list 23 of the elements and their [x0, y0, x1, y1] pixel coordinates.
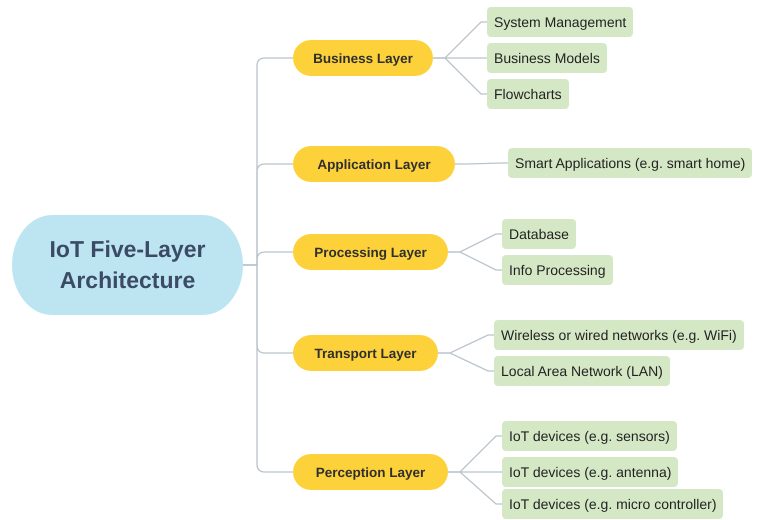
subtopic-box: Business Models — [487, 43, 607, 73]
subtopic-box: Smart Applications (e.g. smart home) — [508, 148, 752, 178]
connector-line — [448, 251, 502, 271]
subtopic-box: Local Area Network (LAN) — [494, 356, 670, 386]
subtopic-box: Database — [502, 219, 576, 249]
subtopic-box: System Management — [487, 7, 634, 37]
central-topic: IoT Five-Layer Architecture — [12, 215, 243, 315]
layer-topic: Perception Layer — [293, 454, 448, 490]
connector-line — [433, 57, 487, 95]
subtopic-box: IoT devices (e.g. sensors) — [502, 421, 677, 451]
subtopic-box: IoT devices (e.g. antenna) — [502, 457, 678, 487]
connector-line — [438, 352, 494, 372]
layer-topic: Transport Layer — [293, 335, 438, 371]
subtopic-box: IoT devices (e.g. micro controller) — [502, 489, 724, 519]
layer-topic: Processing Layer — [293, 234, 448, 270]
connector-line — [448, 471, 502, 505]
subtopic-box: Flowcharts — [487, 79, 569, 109]
connector-line — [243, 264, 293, 473]
connector-line — [455, 162, 508, 165]
layer-topic: Business Layer — [293, 40, 433, 76]
layer-topic: Application Layer — [293, 146, 455, 182]
subtopic-box: Wireless or wired networks (e.g. WiFi) — [494, 320, 744, 350]
subtopic-box: Info Processing — [502, 255, 612, 285]
